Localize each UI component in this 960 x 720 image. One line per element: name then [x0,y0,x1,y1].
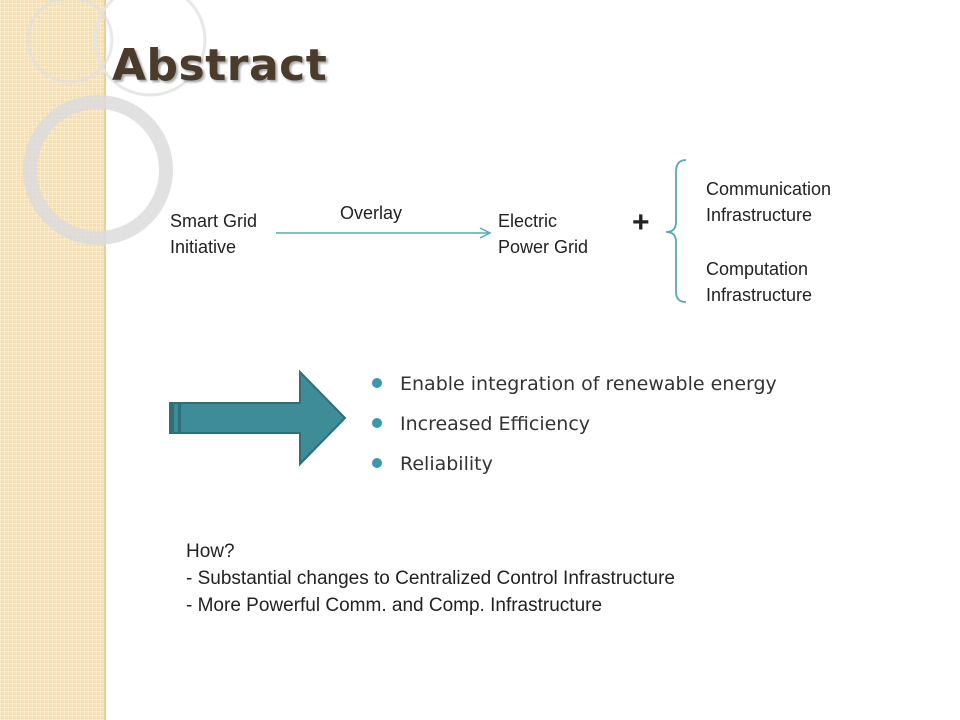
plus-operator: + [632,206,650,239]
node-computation: Computation Infrastructure [706,256,812,308]
node-smart-grid-line2: Initiative [170,237,237,257]
edge-label-overlay: Overlay [340,203,403,223]
node-computation-line2: Infrastructure [706,285,813,305]
node-communication-line1: Communication [706,179,832,199]
block-arrow [169,369,347,467]
how-line: - Substantial changes to Centralized Con… [186,568,675,589]
benefit-item: Reliability [372,446,777,486]
how-line: - More Powerful Comm. and Comp. Infrastr… [186,595,603,616]
node-communication-line2: Infrastructure [706,205,813,225]
node-electric-power-grid: Electric Power Grid [498,208,588,260]
how-heading: How? [186,541,235,562]
benefit-item: Increased Efficiency [372,406,777,446]
slide-title: Abstract [112,40,328,91]
decorative-circles [23,0,207,245]
node-computation-line1: Computation [706,259,809,279]
node-smart-grid: Smart Grid Initiative [170,208,257,260]
how-section: How? - Substantial changes to Centralize… [186,538,675,619]
node-smart-grid-line1: Smart Grid [170,211,258,231]
benefit-item: Enable integration of renewable energy [372,366,777,406]
node-electric-line1: Electric [498,211,558,231]
node-electric-line2: Power Grid [498,237,589,257]
node-communication: Communication Infrastructure [706,176,831,228]
benefits-list: Enable integration of renewable energy I… [372,366,777,486]
